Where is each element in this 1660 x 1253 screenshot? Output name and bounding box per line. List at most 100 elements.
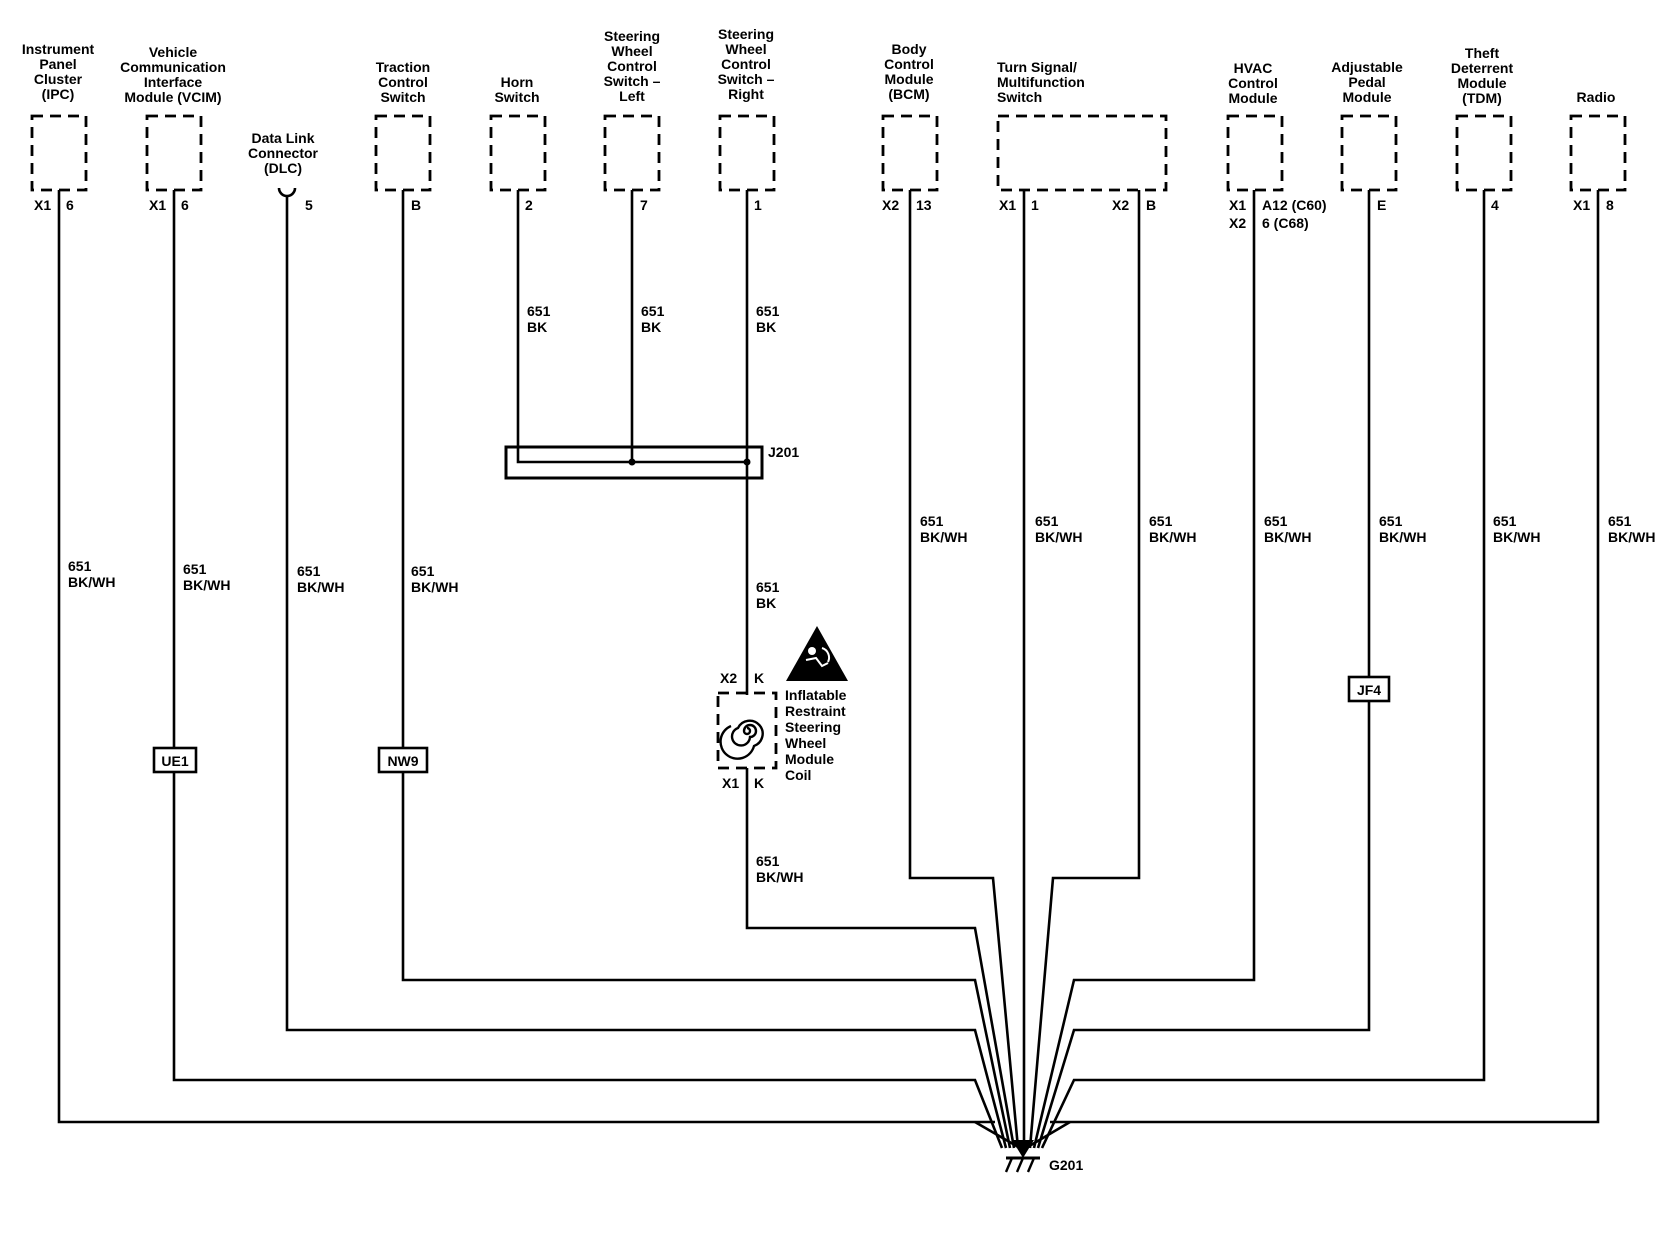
svg-text:Cluster: Cluster — [34, 71, 83, 87]
svg-text:Adjustable: Adjustable — [1331, 59, 1403, 75]
svg-text:HVAC: HVAC — [1234, 60, 1273, 76]
svg-text:Steering: Steering — [604, 28, 660, 44]
svg-text:Wheel: Wheel — [611, 43, 652, 59]
svg-text:Module: Module — [885, 71, 934, 87]
wire-label-dlc-circuit: 651 — [297, 563, 321, 579]
component-box-radio — [1569, 114, 1627, 192]
wire-coil-to-ground — [745, 768, 1016, 1149]
svg-text:Module: Module — [785, 751, 834, 767]
ground-icon-tick-2 — [1015, 1157, 1025, 1173]
splice-pack-outline — [504, 445, 764, 480]
pin-radio: 8 — [1606, 197, 1614, 213]
splice-node-right — [743, 458, 751, 466]
wire-label-coil-out-circuit: 651 — [756, 853, 780, 869]
svg-text:Turn Signal/: Turn Signal/ — [997, 59, 1077, 75]
pin-pedal: E — [1377, 197, 1386, 213]
wire-label-traction-color: BK/WH — [411, 579, 458, 595]
wires — [57, 190, 1600, 1158]
component-box-vcim — [145, 114, 203, 192]
pin-turn-signal: 1 — [1031, 197, 1039, 213]
ground-icon-tick-3 — [1026, 1157, 1036, 1173]
pin-horn: 2 — [525, 197, 533, 213]
svg-text:Wheel: Wheel — [725, 41, 766, 57]
svg-text:Switch –: Switch – — [604, 73, 661, 89]
wire-label-traction-circuit: 651 — [411, 563, 435, 579]
ground-icon-tick-1 — [1004, 1157, 1014, 1173]
svg-text:Coil: Coil — [785, 767, 811, 783]
component-box-hvac — [1226, 114, 1284, 192]
ground-g201: G201 — [1004, 1156, 1083, 1173]
svg-text:Data Link: Data Link — [251, 130, 314, 146]
component-box-swc-left — [603, 114, 661, 192]
wire-pedal — [1036, 190, 1371, 1149]
pin-ipc: 6 — [66, 197, 74, 213]
wire-label-pedal-color: BK/WH — [1379, 529, 1426, 545]
wire-dlc — [285, 196, 1008, 1149]
coil-box — [716, 691, 778, 770]
pin2-turn-signal: B — [1146, 197, 1156, 213]
svg-text:Control: Control — [607, 58, 657, 74]
wire-hvac — [1032, 190, 1256, 1149]
svg-text:Deterrent: Deterrent — [1451, 60, 1514, 76]
splice-label: J201 — [768, 444, 799, 460]
svg-text:(BCM): (BCM) — [888, 86, 929, 102]
splice-node-left — [628, 458, 636, 466]
conn-radio: X1 — [1573, 197, 1590, 213]
wire-ipc-converge — [974, 1120, 1021, 1150]
svg-text:JF4: JF4 — [1357, 682, 1381, 698]
pin-swc-left: 7 — [640, 197, 648, 213]
wire-label-vcim-circuit: 651 — [183, 561, 207, 577]
svg-text:Switch –: Switch – — [718, 71, 775, 87]
component-label-horn: Horn Switch — [494, 74, 539, 105]
wire-label-swcr-color: BK — [756, 319, 776, 335]
pin-tdm: 4 — [1491, 197, 1499, 213]
component-label-dlc: Data Link Connector (DLC) — [248, 130, 319, 176]
component-label-hvac: HVAC Control Module — [1228, 60, 1278, 106]
inline-connector-jf4: JF4 — [1347, 675, 1391, 703]
svg-text:Module: Module — [1343, 89, 1392, 105]
svg-text:Control: Control — [1228, 75, 1278, 91]
svg-text:Panel: Panel — [39, 56, 76, 72]
component-box-traction — [374, 114, 432, 192]
wire-label-tdm-color: BK/WH — [1493, 529, 1540, 545]
pin-hvac: A12 (C60) — [1262, 197, 1327, 213]
wire-ipc — [57, 190, 995, 1124]
wire-label-hvac-color: BK/WH — [1264, 529, 1311, 545]
svg-text:Theft: Theft — [1465, 45, 1500, 61]
svg-text:Control: Control — [884, 56, 934, 72]
coil-bottom-conn: X1 — [722, 775, 739, 791]
svg-text:Connector: Connector — [248, 145, 319, 161]
wire-label-bcm-circuit: 651 — [920, 513, 944, 529]
wire-radio — [1050, 190, 1600, 1124]
component-box-tdm — [1455, 114, 1513, 192]
svg-text:Switch: Switch — [997, 89, 1042, 105]
wire-radio-converge — [1025, 1120, 1071, 1150]
component-label-bcm: Body Control Module (BCM) — [884, 41, 934, 102]
splice-j201: J201 — [504, 444, 799, 480]
wire-label-horn-circuit: 651 — [527, 303, 551, 319]
component-label-radio: Radio — [1577, 89, 1616, 105]
inline-connector-ue1: UE1 — [152, 746, 198, 774]
svg-text:Restraint: Restraint — [785, 703, 846, 719]
svg-text:Steering: Steering — [785, 719, 841, 735]
coil-label: Inflatable Restraint Steering Wheel Modu… — [785, 687, 847, 783]
svg-text:Module (VCIM): Module (VCIM) — [124, 89, 221, 105]
svg-text:Wheel: Wheel — [785, 735, 826, 751]
svg-text:UE1: UE1 — [161, 753, 188, 769]
pin-dlc: 5 — [305, 197, 313, 213]
wire-label-hvac-circuit: 651 — [1264, 513, 1288, 529]
component-label-swc-right: Steering Wheel Control Switch – Right — [718, 26, 775, 102]
pin-bcm: 13 — [916, 197, 932, 213]
airbag-warning-icon — [786, 626, 848, 681]
wire-label-swcl-circuit: 651 — [641, 303, 665, 319]
component-label-swc-left: Steering Wheel Control Switch – Left — [604, 28, 661, 104]
svg-text:(DLC): (DLC) — [264, 160, 302, 176]
component-label-ipc: Instrument Panel Cluster (IPC) — [22, 41, 95, 102]
wire-label-tdm-circuit: 651 — [1493, 513, 1517, 529]
conn-ipc: X1 — [34, 197, 51, 213]
svg-text:Right: Right — [728, 86, 764, 102]
wire-label-coil-out-color: BK/WH — [756, 869, 803, 885]
svg-text:NW9: NW9 — [387, 753, 418, 769]
